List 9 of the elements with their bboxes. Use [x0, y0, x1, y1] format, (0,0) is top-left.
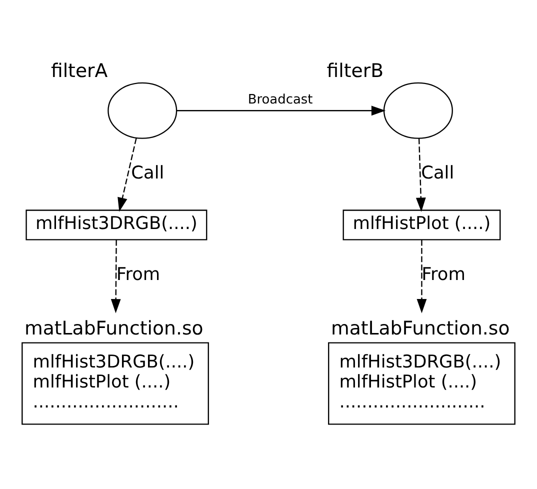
edge-label: From: [422, 264, 466, 284]
node-label: matLabFunction.so: [24, 318, 204, 339]
edge-label: Broadcast: [248, 92, 313, 107]
edge-label: From: [116, 264, 160, 284]
node-label: filterA: [50, 60, 108, 82]
node-label: matLabFunction.so: [330, 318, 510, 339]
node-label: filterB: [326, 60, 384, 82]
edge-label: Call: [131, 162, 164, 183]
edge-label: Call: [421, 162, 454, 183]
